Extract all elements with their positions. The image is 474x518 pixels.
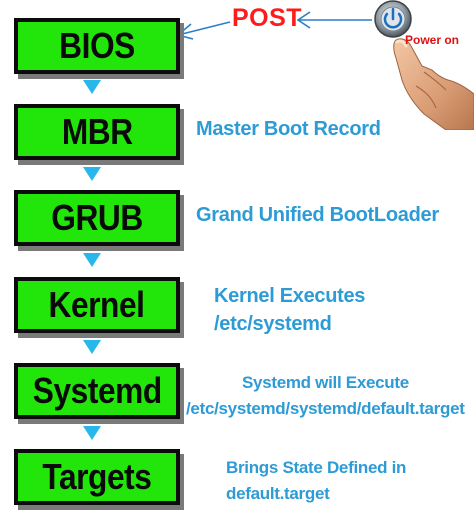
systemd-description-line1: Systemd will Execute xyxy=(242,373,409,392)
systemd-description-line2: /etc/systemd/systemd/default.target xyxy=(186,399,465,418)
down-arrow-icon xyxy=(83,426,101,440)
stage-box-systemd: Systemd xyxy=(14,363,180,419)
stage-label-bios: BIOS xyxy=(59,25,135,66)
pointing-hand-icon xyxy=(393,38,474,130)
down-arrow-icon xyxy=(83,253,101,267)
kernel-description-line2: /etc/systemd xyxy=(214,313,332,335)
grub-description: Grand Unified BootLoader xyxy=(196,204,439,226)
power-on-label: Power on xyxy=(405,33,460,47)
power-button-hand-illustration xyxy=(374,0,474,130)
down-arrow-icon xyxy=(83,167,101,181)
stage-box-targets: Targets xyxy=(14,449,180,505)
stage-label-kernel: Kernel xyxy=(49,284,145,325)
targets-description-line2: default.target xyxy=(226,484,330,503)
down-arrow-icon xyxy=(83,340,101,354)
post-label: POST xyxy=(232,4,303,32)
stage-box-mbr: MBR xyxy=(14,104,180,160)
stage-label-systemd: Systemd xyxy=(32,370,162,411)
mbr-description: Master Boot Record xyxy=(196,118,381,140)
kernel-description-line1: Kernel Executes xyxy=(214,285,366,307)
power-button-icon xyxy=(374,0,412,38)
stage-box-bios: BIOS xyxy=(14,18,180,74)
stage-label-targets: Targets xyxy=(42,456,152,497)
targets-description-line1: Brings State Defined in xyxy=(226,458,407,477)
stage-label-mbr: MBR xyxy=(61,111,133,152)
down-arrow-icon xyxy=(83,80,101,94)
stage-box-grub: GRUB xyxy=(14,190,180,246)
stage-label-grub: GRUB xyxy=(51,197,143,238)
stage-box-kernel: Kernel xyxy=(14,277,180,333)
